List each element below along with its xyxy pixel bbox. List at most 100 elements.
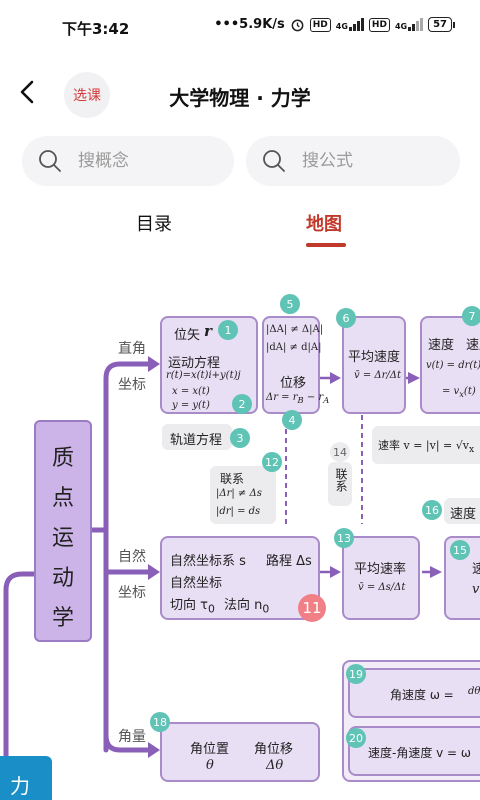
badge-1[interactable]: 1 bbox=[218, 320, 238, 340]
root-node-particle-kinematics[interactable]: 质 点 运 动 学 bbox=[34, 420, 92, 642]
root-char-2: 点 bbox=[51, 486, 74, 511]
pos-vec-label: 位矢 bbox=[174, 328, 201, 343]
vel-label-2: 速度 bbox=[466, 338, 480, 353]
status-time: 下午3:42 bbox=[62, 20, 130, 38]
natural-normal: 法向 n0 bbox=[224, 594, 269, 616]
signal-4g-label-2: 4G bbox=[394, 22, 408, 31]
pos-vec-symbol: r bbox=[204, 322, 212, 340]
badge-20[interactable]: 20 bbox=[346, 728, 366, 748]
node-linear-angular-velocity[interactable]: 速度-角速度 v = ω bbox=[348, 726, 480, 776]
vel-label-1: 速度 bbox=[428, 338, 455, 353]
disp-label: 位移 bbox=[280, 376, 307, 391]
node-velocity[interactable]: 速度 速度 v(t) = dr(t)/dt = vx(t) bbox=[420, 316, 480, 414]
node-natural-coordinates[interactable]: 自然坐标系 s 路程 Δs 自然坐标 切向 τ0 法向 n0 bbox=[160, 536, 320, 620]
natural-normal-sub: 0 bbox=[262, 602, 270, 616]
link12-line3: |dr| = ds bbox=[216, 506, 261, 517]
natural-line1: 自然坐标系 s bbox=[170, 554, 246, 569]
node-average-speed[interactable]: 平均速率 v̄ = Δs/Δt bbox=[342, 536, 420, 620]
badge-4[interactable]: 4 bbox=[282, 410, 302, 430]
tab-map[interactable]: 地图 bbox=[306, 214, 342, 235]
node-link-12[interactable]: 联系 |Δr| ≠ Δs |dr| = ds bbox=[210, 466, 276, 524]
branch-label-rect-2: 坐标 bbox=[118, 377, 146, 393]
vel-component: = vx(t) bbox=[442, 386, 476, 399]
note5-line1: |ΔA| ≠ Δ|A| bbox=[266, 324, 324, 335]
node-average-velocity[interactable]: 平均速度 v̄ = Δr/Δt bbox=[342, 316, 406, 414]
formula-search[interactable] bbox=[246, 136, 460, 186]
link14-title: 联系 bbox=[334, 468, 348, 492]
param-x: x = x(t) bbox=[172, 386, 210, 397]
node-angular-group[interactable]: 角速度 ω = dθ/dt 速度-角速度 v = ω bbox=[342, 660, 480, 782]
badge-12[interactable]: 12 bbox=[262, 452, 282, 472]
node-trajectory-equation[interactable]: 轨道方程 bbox=[162, 424, 232, 450]
motion-eq-formula: r(t)=x(t)i+y(t)j bbox=[166, 370, 241, 381]
network-speed: •••5.9K/s bbox=[214, 17, 285, 32]
badge-16[interactable]: 16 bbox=[422, 500, 442, 520]
badge-11[interactable]: 11 bbox=[298, 594, 326, 622]
status-bar: 下午3:42 •••5.9K/s HD 4G HD 4G 57 bbox=[0, 0, 480, 50]
natural-normal-label: 法向 n bbox=[224, 598, 263, 613]
ang-pos-symbol: θ bbox=[206, 758, 214, 773]
node-angular-position[interactable]: 角位置 角位移 θ Δθ bbox=[160, 722, 320, 782]
badge-15[interactable]: 15 bbox=[450, 540, 470, 560]
badge-18[interactable]: 18 bbox=[150, 712, 170, 732]
status-indicators: •••5.9K/s HD 4G HD 4G 57 bbox=[214, 17, 455, 32]
vel-component-main: = v bbox=[442, 386, 460, 397]
ang-pos-label: 角位置 bbox=[190, 742, 230, 757]
concept-search[interactable] bbox=[22, 136, 234, 186]
root-char-5: 学 bbox=[51, 606, 74, 631]
badge-7[interactable]: 7 bbox=[462, 306, 480, 326]
disp-formula-main: Δr = r bbox=[266, 392, 298, 403]
natural-tangent: 切向 τ0 bbox=[170, 594, 215, 616]
node-displacement-note[interactable]: |ΔA| ≠ Δ|A| |dA| ≠ d|A| 位移 Δr = rB − rA bbox=[262, 316, 329, 414]
tab-active-indicator bbox=[306, 243, 346, 247]
root-char-3: 运 bbox=[51, 526, 74, 551]
signal-4g-label: 4G bbox=[335, 22, 348, 31]
vel-formula: v(t) = dr(t)/dt bbox=[426, 360, 480, 371]
natural-tangent-sub: 0 bbox=[207, 602, 215, 616]
badge-6[interactable]: 6 bbox=[336, 308, 356, 328]
natural-line1b: 路程 Δs bbox=[266, 554, 312, 569]
disp-formula-sub-b: B bbox=[297, 395, 304, 405]
badge-13[interactable]: 13 bbox=[334, 528, 354, 548]
link12-title: 联系 bbox=[220, 472, 245, 486]
badge-19[interactable]: 19 bbox=[346, 664, 366, 684]
node-link-14[interactable]: 联系 bbox=[328, 462, 352, 506]
search-icon bbox=[263, 150, 285, 172]
speed-formula-main: 速率 v = |v| = √v bbox=[378, 439, 469, 452]
knowledge-map[interactable]: 质 点 运 动 学 直角 坐标 自然 坐标 角量 位矢 r 运动方程 r(t)=… bbox=[0, 260, 480, 800]
badge-2[interactable]: 2 bbox=[232, 394, 252, 414]
box15-line2: v bbox=[472, 582, 480, 597]
node-speed[interactable]: 速率 v = |v| = √vx bbox=[372, 426, 480, 464]
vel-component-sub: x bbox=[459, 389, 464, 399]
motion-eq-label: 运动方程 bbox=[168, 356, 221, 371]
formula-search-input[interactable] bbox=[302, 151, 422, 171]
avg-vel-formula: v̄ = Δr/Δt bbox=[354, 370, 401, 381]
course-select-button[interactable]: 选课 bbox=[64, 72, 110, 118]
corner-tab-mechanics[interactable]: 力 bbox=[0, 756, 52, 800]
badge-14[interactable]: 14 bbox=[330, 442, 350, 462]
branch-label-angular: 角量 bbox=[118, 729, 146, 745]
branch-label-natural-2: 坐标 bbox=[118, 585, 146, 601]
badge-5[interactable]: 5 bbox=[280, 294, 300, 314]
link12-line2: |Δr| ≠ Δs bbox=[216, 488, 262, 499]
header: 选课 大学物理 · 力学 bbox=[0, 60, 480, 124]
ang-disp-label: 角位移 bbox=[254, 742, 294, 757]
root-char-4: 动 bbox=[51, 566, 74, 591]
badge-3[interactable]: 3 bbox=[230, 428, 250, 448]
ang-disp-symbol: Δθ bbox=[266, 758, 284, 773]
node-angular-velocity[interactable]: 角速度 ω = dθ/dt bbox=[348, 668, 480, 718]
disp-formula-minus: − r bbox=[303, 392, 324, 403]
avg-speed-label: 平均速率 bbox=[354, 562, 407, 577]
hd-icon: HD bbox=[309, 17, 331, 32]
tab-catalog[interactable]: 目录 bbox=[136, 214, 172, 235]
disp-formula-sub-a: A bbox=[323, 395, 330, 405]
avg-vel-label: 平均速度 bbox=[348, 350, 401, 365]
concept-search-input[interactable] bbox=[78, 151, 198, 171]
signal-4g-icon-2: 4G bbox=[394, 18, 424, 31]
param-y: y = y(t) bbox=[172, 400, 210, 411]
chevron-left-icon[interactable] bbox=[14, 78, 42, 106]
search-icon bbox=[39, 150, 61, 172]
node-16[interactable]: 速度 bbox=[444, 498, 480, 524]
alarm-icon bbox=[291, 19, 304, 32]
box16-label: 速度 bbox=[450, 507, 477, 522]
